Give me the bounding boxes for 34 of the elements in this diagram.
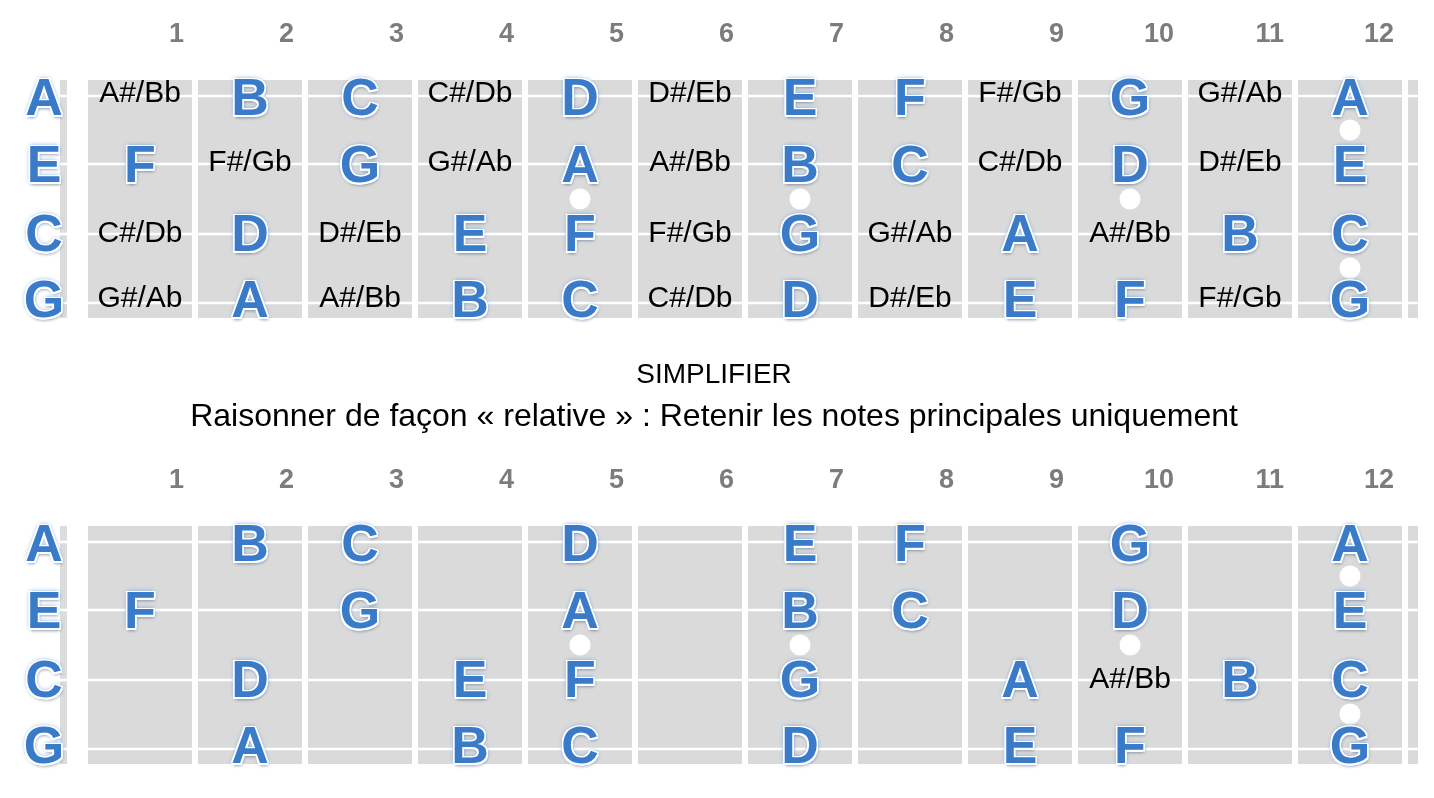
fret-number: 2 bbox=[278, 465, 294, 493]
heading: SIMPLIFIER bbox=[636, 360, 792, 388]
subtitle: Raisonner de façon « relative » : Retenir les notes principales uniquement bbox=[190, 399, 1238, 431]
fret-number: 3 bbox=[388, 465, 404, 493]
fret-number: 10 bbox=[1143, 19, 1174, 47]
fret-number: 7 bbox=[828, 465, 844, 493]
open-string-note: C bbox=[25, 653, 63, 705]
fret-number: 8 bbox=[938, 19, 954, 47]
open-string-note: E bbox=[26, 584, 62, 636]
fret-number: 11 bbox=[1255, 465, 1284, 493]
open-string-note: A bbox=[25, 71, 63, 123]
fret-number: 1 bbox=[168, 465, 184, 493]
fret-number: 4 bbox=[498, 465, 514, 493]
fret-number: 7 bbox=[828, 19, 844, 47]
fret-number: 9 bbox=[1048, 465, 1064, 493]
fret-number: 8 bbox=[938, 465, 954, 493]
open-string-note: E bbox=[26, 138, 62, 190]
fret-number: 6 bbox=[718, 465, 734, 493]
fret-number: 10 bbox=[1143, 465, 1174, 493]
fret-number: 6 bbox=[718, 19, 734, 47]
open-string-note: G bbox=[23, 719, 65, 771]
fret-number: 4 bbox=[498, 19, 514, 47]
fret-number: 5 bbox=[608, 19, 624, 47]
open-string-note: C bbox=[25, 207, 63, 259]
fret-number: 2 bbox=[278, 19, 294, 47]
fret-number: 11 bbox=[1255, 19, 1284, 47]
open-string-note: A bbox=[25, 517, 63, 569]
fret-number: 12 bbox=[1363, 465, 1394, 493]
fret-number: 3 bbox=[388, 19, 404, 47]
fret-number: 9 bbox=[1048, 19, 1064, 47]
open-string-note: G bbox=[23, 273, 65, 325]
fret-number: 1 bbox=[168, 19, 184, 47]
fret-number: 5 bbox=[608, 465, 624, 493]
fret-number: 12 bbox=[1363, 19, 1394, 47]
